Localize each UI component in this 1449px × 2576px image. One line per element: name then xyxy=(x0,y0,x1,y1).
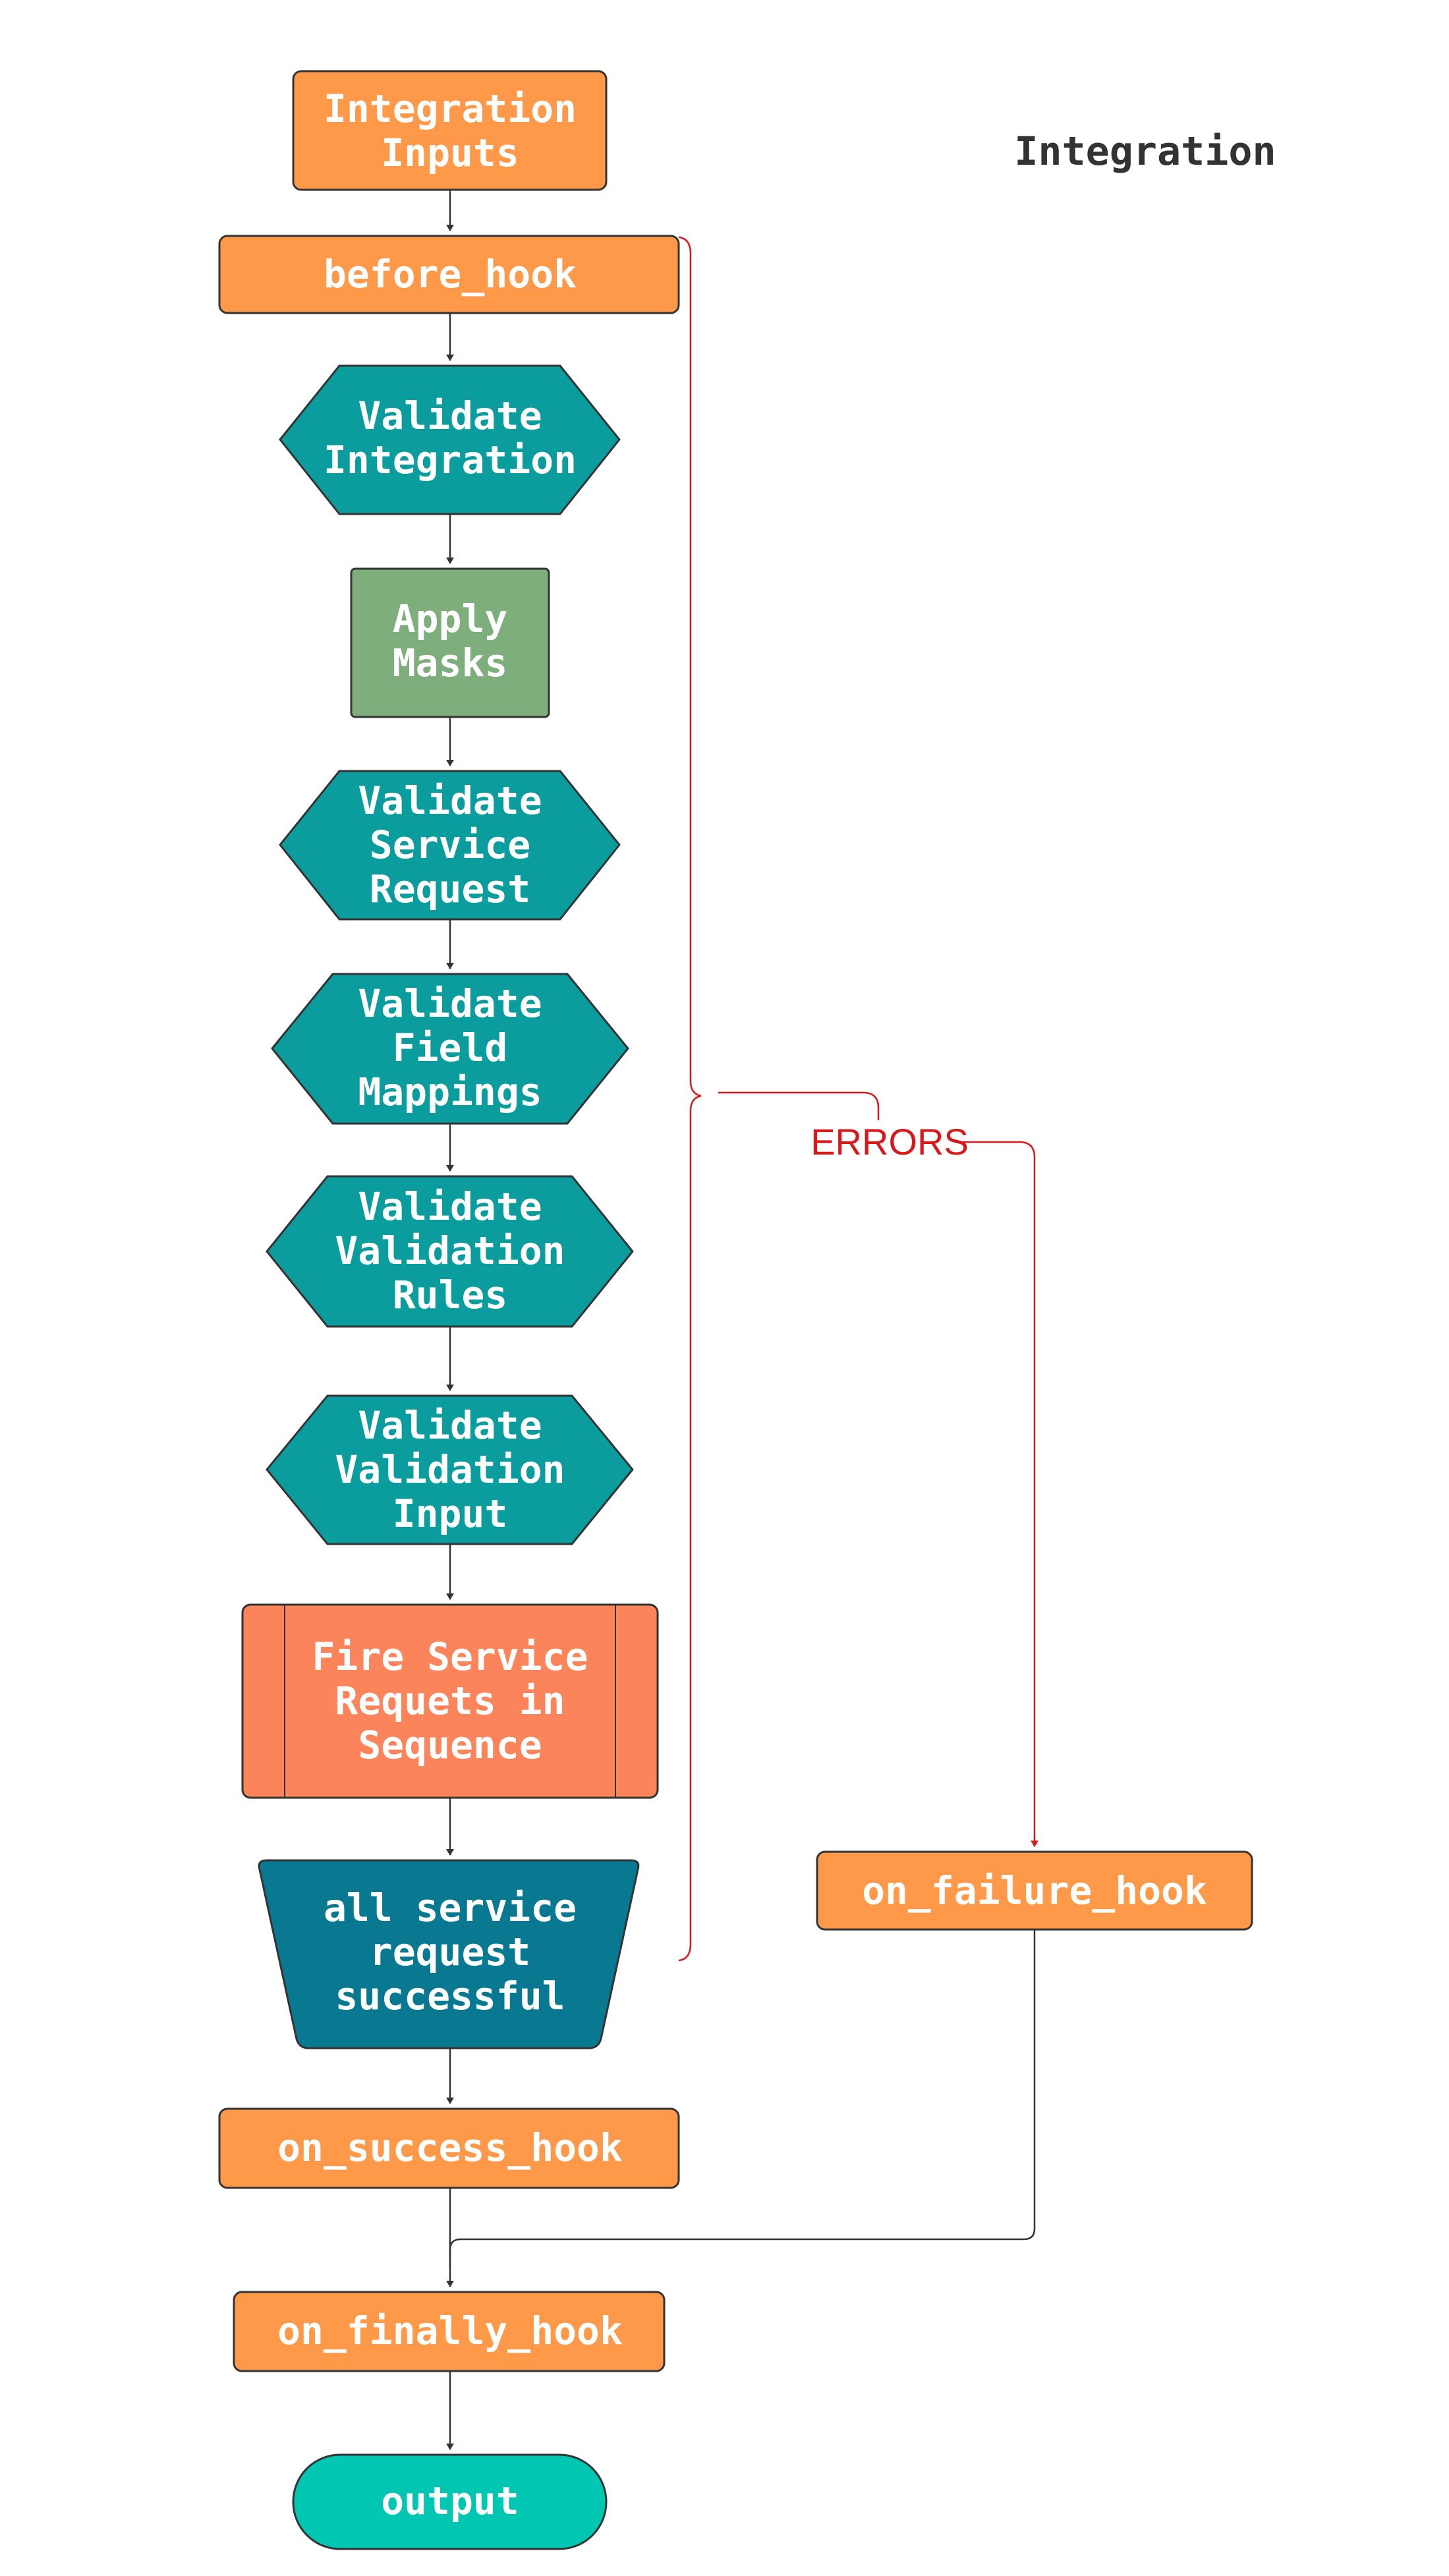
node-label: Input xyxy=(393,1491,508,1536)
node-label: on_failure_hook xyxy=(862,1868,1207,1913)
node-label: Integration xyxy=(324,86,577,131)
node-label: Field xyxy=(393,1025,508,1070)
node-validate-validation-rules[interactable]: Validate Validation Rules xyxy=(266,1175,634,1328)
diagram-title: Integration xyxy=(1014,129,1276,175)
node-label: Inputs xyxy=(381,130,519,175)
node-label: Mappings xyxy=(358,1070,542,1114)
node-label: Sequence xyxy=(358,1723,542,1767)
edges xyxy=(446,190,1036,2450)
error-brace xyxy=(678,236,702,1962)
node-label: on_finally_hook xyxy=(277,2308,623,2353)
node-label: Validation xyxy=(335,1447,565,1492)
node-label: Validate xyxy=(358,981,542,1026)
error-edge-to-label xyxy=(718,1091,880,1120)
node-validate-integration[interactable]: Validate Integration xyxy=(279,364,621,515)
node-label: Fire Service xyxy=(312,1634,588,1679)
node-output[interactable]: output xyxy=(292,2453,608,2550)
node-label: Service xyxy=(370,822,530,867)
node-label: Integration xyxy=(324,438,577,482)
node-label: Validate xyxy=(358,393,542,438)
node-validate-service-request[interactable]: Validate Service Request xyxy=(279,770,621,921)
node-fire-service-requests[interactable]: Fire Service Requets in Sequence xyxy=(241,1603,659,1799)
node-on-failure-hook[interactable]: on_failure_hook xyxy=(816,1850,1253,1931)
node-label: before_hook xyxy=(324,252,577,297)
error-group: ERRORS xyxy=(678,236,1038,1962)
node-label: output xyxy=(381,2478,519,2523)
node-label: all service xyxy=(324,1885,577,1930)
node-label: Validate xyxy=(358,778,542,823)
node-before-hook[interactable]: before_hook xyxy=(218,235,680,314)
node-label: Requets in xyxy=(335,1678,565,1723)
errors-label: ERRORS xyxy=(810,1121,969,1162)
node-validate-validation-input[interactable]: Validate Validation Input xyxy=(266,1394,634,1545)
node-label: Validate xyxy=(358,1403,542,1448)
node-label: on_success_hook xyxy=(277,2125,623,2170)
node-integration-inputs[interactable]: Integration Inputs xyxy=(292,70,608,191)
node-label: Masks xyxy=(393,641,508,685)
node-label: Apply xyxy=(393,596,508,641)
edge-on-failure-to-on-finally xyxy=(449,1930,1036,2267)
node-apply-masks[interactable]: Apply Masks xyxy=(350,567,550,718)
node-label: Validation xyxy=(335,1228,565,1273)
node-label: Validate xyxy=(358,1184,542,1229)
node-label: Rules xyxy=(393,1273,508,1317)
node-label: request xyxy=(370,1930,530,1974)
node-all-service-request-successful[interactable]: all service request successful xyxy=(258,1859,640,2049)
error-edge-to-on-failure xyxy=(959,1141,1038,1847)
node-label: successful xyxy=(335,1974,565,2018)
node-on-success-hook[interactable]: on_success_hook xyxy=(218,2107,680,2189)
node-validate-field-mappings[interactable]: Validate Field Mappings xyxy=(271,973,629,1125)
node-on-finally-hook[interactable]: on_finally_hook xyxy=(233,2291,666,2372)
node-label: Request xyxy=(370,867,530,911)
